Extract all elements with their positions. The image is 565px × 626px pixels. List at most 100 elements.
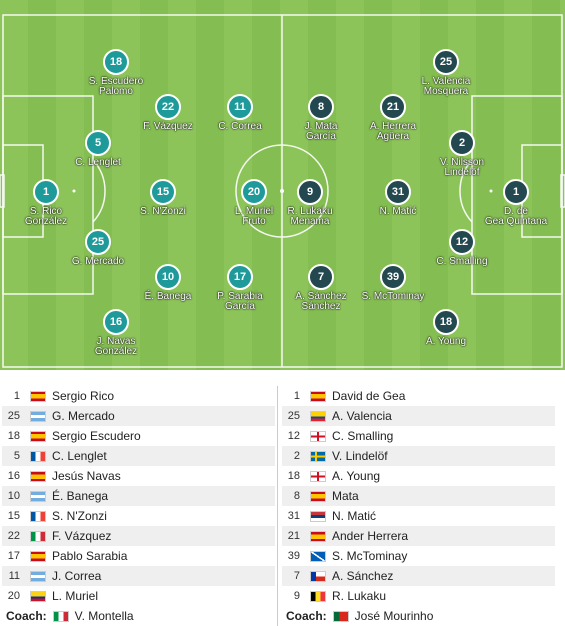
flag-icon <box>30 530 46 542</box>
coach-label: Coach: <box>286 609 327 623</box>
player-name: L. Muriel <box>52 589 99 603</box>
player-name: J. Correa <box>52 569 102 583</box>
player-name: N. Matić <box>379 206 417 217</box>
player-number: 1 <box>33 179 59 205</box>
player-name: Sergio Escudero <box>52 429 141 443</box>
coach-name: José Mourinho <box>354 609 434 623</box>
shirt-number: 12 <box>287 430 300 442</box>
player-name: F. Vázquez <box>143 121 193 132</box>
lineup-row[interactable]: 20 L. Muriel <box>2 586 275 606</box>
flag-icon <box>30 410 46 422</box>
shirt-number: 39 <box>287 550 300 562</box>
player-number: 39 <box>380 264 406 290</box>
player-name: A. Young <box>425 336 467 347</box>
home-coach-row: Coach: V. Montella <box>2 606 275 626</box>
shirt-number: 2 <box>293 450 300 462</box>
coach-label: Coach: <box>6 609 47 623</box>
lineup-row[interactable]: 11 J. Correa <box>2 566 275 586</box>
shirt-number: 20 <box>7 590 20 602</box>
shirt-number: 11 <box>8 570 20 582</box>
player-number: 10 <box>155 264 181 290</box>
flag-icon <box>30 550 46 562</box>
shirt-number: 25 <box>287 410 300 422</box>
player-number: 5 <box>85 130 111 156</box>
shirt-number: 17 <box>7 550 20 562</box>
shirt-number: 31 <box>287 510 300 522</box>
flag-icon <box>30 510 46 522</box>
flag-icon <box>30 450 46 462</box>
lineup-row[interactable]: 7 A. Sánchez <box>282 566 555 586</box>
player-name: F. Vázquez <box>52 529 112 543</box>
shirt-number: 21 <box>287 530 300 542</box>
shirt-number: 7 <box>293 570 300 582</box>
player-name: G. Mercado <box>71 256 125 267</box>
flag-icon <box>310 390 326 402</box>
flag-icon <box>30 490 46 502</box>
player-name: É. Banega <box>52 489 109 503</box>
flag-icon <box>310 530 326 542</box>
player-name: G. Mercado <box>52 409 115 423</box>
coach-name: V. Montella <box>74 609 134 623</box>
shirt-number: 1 <box>293 390 300 402</box>
lineup-row[interactable]: 22 F. Vázquez <box>2 526 275 546</box>
shirt-number: 16 <box>7 470 20 482</box>
player-name: C. Lenglet <box>52 449 107 463</box>
pitch-markings <box>0 0 565 370</box>
player-name: C. Lenglet <box>75 157 121 168</box>
player-name: S. N'Zonzi <box>140 206 186 217</box>
player-number: 15 <box>150 179 176 205</box>
shirt-number: 22 <box>7 530 20 542</box>
player-number: 25 <box>433 49 459 75</box>
player-name: A. Sánchez <box>332 569 394 583</box>
lineup-row[interactable]: 10 É. Banega <box>2 486 275 506</box>
shirt-number: 10 <box>7 490 20 502</box>
shirt-number: 9 <box>293 590 300 602</box>
